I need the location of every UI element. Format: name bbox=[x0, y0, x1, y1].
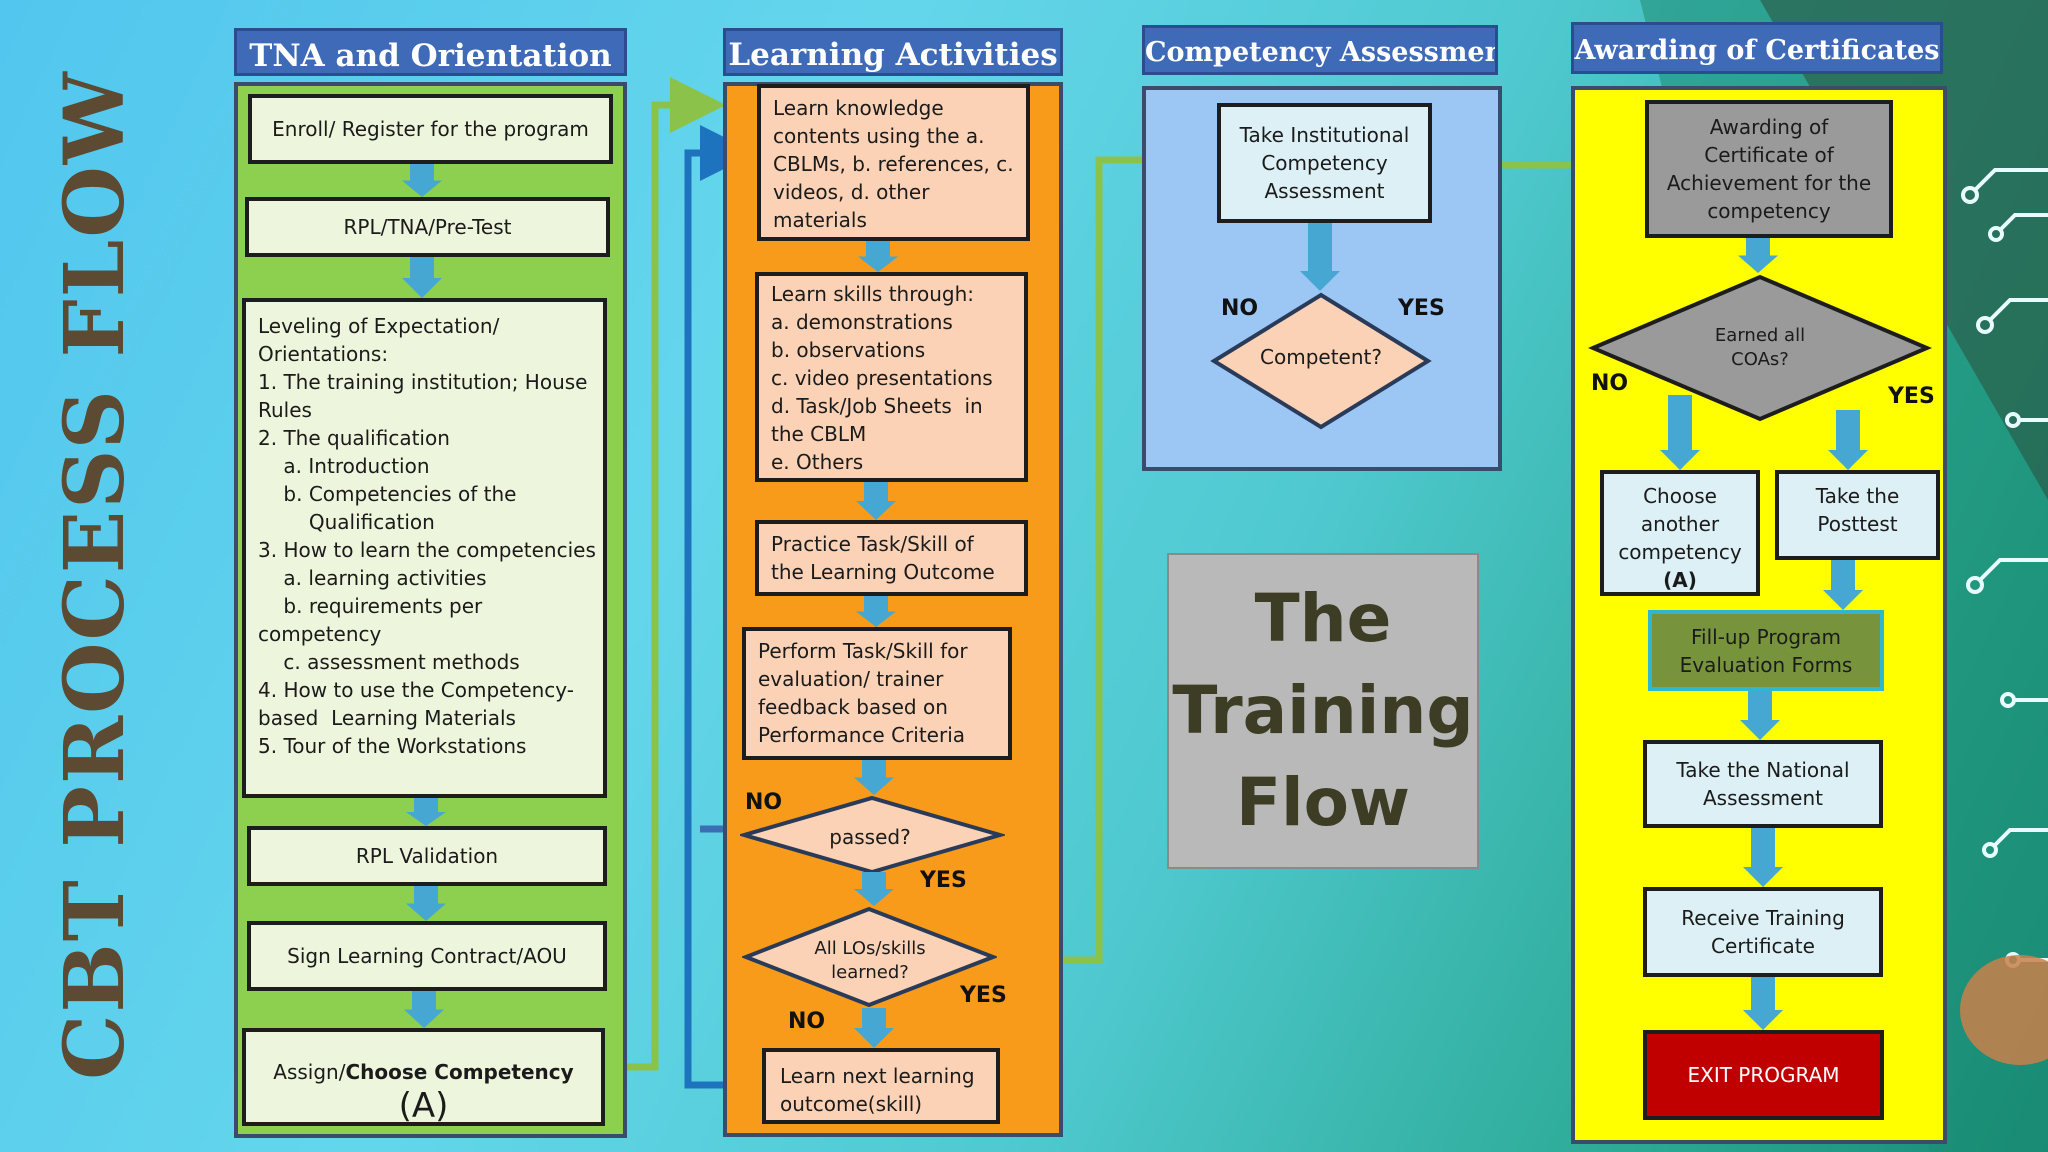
down-arrow-icon bbox=[856, 482, 896, 520]
down-arrow-icon bbox=[1300, 223, 1340, 291]
skills-line: e. Others bbox=[771, 450, 864, 474]
leveling-line: based Learning Materials bbox=[258, 706, 516, 730]
choose-another-box: Choose another competency (A) bbox=[1600, 470, 1760, 596]
learn-knowledge-box: Learn knowledge contents using the a. CB… bbox=[757, 84, 1030, 241]
down-arrow-icon bbox=[854, 760, 894, 795]
earned-diamond bbox=[1588, 274, 1932, 422]
down-arrow-icon bbox=[1740, 691, 1780, 740]
competent-diamond bbox=[1210, 292, 1432, 430]
all-los-yes-label: YES bbox=[960, 983, 1007, 1008]
earned-no-label: NO bbox=[1591, 371, 1629, 396]
sign-contract-box: Sign Learning Contract/AOU bbox=[247, 921, 607, 991]
leveling-list: Leveling of Expectation/Orientations: 1. … bbox=[258, 312, 596, 760]
down-arrow-icon bbox=[1660, 395, 1700, 470]
col3-header: Competency Assessment bbox=[1142, 25, 1498, 75]
leveling-line: competency bbox=[258, 622, 382, 646]
fillup-box: Fill-up Program Evaluation Forms bbox=[1648, 610, 1884, 691]
receive-box: Receive Training Certificate bbox=[1643, 887, 1883, 977]
learn-skills-box: Learn skills through: a. demonstrations b.… bbox=[755, 272, 1028, 482]
down-arrow-icon bbox=[1823, 560, 1863, 610]
leveling-line: a. Introduction bbox=[258, 454, 430, 478]
all-los-no-label: NO bbox=[788, 1009, 826, 1034]
arrow-col1-to-col2 bbox=[620, 77, 726, 1071]
assign-competency-box: Assign/Choose Competency (A) bbox=[242, 1028, 605, 1126]
leveling-line: 4. How to use the Competency- bbox=[258, 678, 575, 702]
down-arrow-icon bbox=[406, 798, 446, 826]
leveling-line: 2. The qualification bbox=[258, 426, 450, 450]
down-arrow-icon bbox=[402, 164, 442, 197]
down-arrow-icon bbox=[854, 872, 894, 906]
all-los-text: All LOs/skills learned? bbox=[814, 938, 926, 983]
skills-list: Learn skills through: a. demonstrations b.… bbox=[771, 280, 1012, 476]
down-arrow-icon bbox=[858, 241, 898, 272]
awarding-box: Awarding of Certificate of Achievement f… bbox=[1645, 100, 1893, 238]
take-assessment-box: Take Institutional Competency Assessment bbox=[1217, 103, 1432, 223]
leveling-line: b. Competencies of the bbox=[258, 482, 517, 506]
leveling-line: Rules bbox=[258, 398, 312, 422]
competent-text: Competent? bbox=[1260, 345, 1382, 369]
rpl-tna-box: RPL/TNA/Pre-Test bbox=[245, 197, 610, 257]
assign-bold: Choose Competency bbox=[345, 1060, 574, 1084]
leveling-line: 3. How to learn the competencies bbox=[258, 538, 596, 562]
leveling-line: Qualification bbox=[258, 510, 435, 534]
assign-prefix: Assign/ bbox=[273, 1060, 346, 1084]
competent-yes-label: YES bbox=[1398, 296, 1445, 321]
leveling-line: 5. Tour of the Workstations bbox=[258, 734, 527, 758]
leveling-line: Leveling of Expectation/ bbox=[258, 314, 500, 338]
exit-program-box: EXIT PROGRAM bbox=[1643, 1030, 1884, 1120]
down-arrow-icon bbox=[1743, 977, 1783, 1030]
passed-no-label: NO bbox=[745, 790, 783, 815]
down-arrow-icon bbox=[406, 886, 446, 921]
down-arrow-icon bbox=[1743, 828, 1783, 887]
leveling-line: b. requirements per bbox=[258, 594, 483, 618]
leveling-line: Orientations: bbox=[258, 342, 389, 366]
choose-another-tag: (A) bbox=[1663, 568, 1697, 592]
posttest-box: Take the Posttest bbox=[1775, 470, 1940, 560]
skills-line: the CBLM bbox=[771, 422, 867, 446]
leveling-line: c. assessment methods bbox=[258, 650, 520, 674]
passed-text: passed? bbox=[829, 825, 911, 849]
next-lo-box: Learn next learning outcome(skill) bbox=[762, 1048, 1000, 1124]
leveling-box: Leveling of Expectation/Orientations: 1. … bbox=[242, 298, 607, 798]
rpl-validation-box: RPL Validation bbox=[247, 826, 607, 886]
down-arrow-icon bbox=[854, 1008, 894, 1048]
down-arrow-icon bbox=[402, 257, 442, 298]
skills-line: b. observations bbox=[771, 338, 926, 362]
passed-diamond bbox=[740, 795, 1005, 875]
choose-another-text: Choose another competency bbox=[1618, 484, 1742, 564]
down-arrow-icon bbox=[856, 596, 896, 627]
col1-header: TNA and Orientation bbox=[234, 28, 627, 76]
down-arrow-icon bbox=[404, 991, 444, 1028]
passed-yes-label: YES bbox=[920, 868, 967, 893]
assign-tag: (A) bbox=[398, 1086, 449, 1126]
col2-header: Learning Activities bbox=[723, 28, 1063, 76]
earned-text: Earned all COAs? bbox=[1714, 325, 1806, 370]
skills-line: d. Task/Job Sheets in bbox=[771, 394, 983, 418]
skills-line: Learn skills through: bbox=[771, 282, 975, 306]
down-arrow-icon bbox=[1828, 410, 1868, 470]
earned-yes-label: YES bbox=[1888, 384, 1935, 409]
enroll-box: Enroll/ Register for the program bbox=[248, 94, 613, 164]
skills-line: a. demonstrations bbox=[771, 310, 953, 334]
practice-box: Practice Task/Skill of the Learning Outc… bbox=[755, 520, 1028, 596]
col4-header: Awarding of Certificates bbox=[1571, 22, 1943, 74]
all-los-diamond bbox=[742, 906, 997, 1008]
perform-box: Perform Task/Skill for evaluation/ train… bbox=[742, 627, 1012, 760]
national-box: Take the National Assessment bbox=[1643, 740, 1883, 828]
competent-no-label: NO bbox=[1221, 296, 1259, 321]
leveling-line: a. learning activities bbox=[258, 566, 487, 590]
skills-line: c. video presentations bbox=[771, 366, 993, 390]
training-flow-title: The Training Flow bbox=[1167, 553, 1479, 869]
down-arrow-icon bbox=[1738, 238, 1778, 273]
leveling-line: 1. The training institution; House bbox=[258, 370, 588, 394]
